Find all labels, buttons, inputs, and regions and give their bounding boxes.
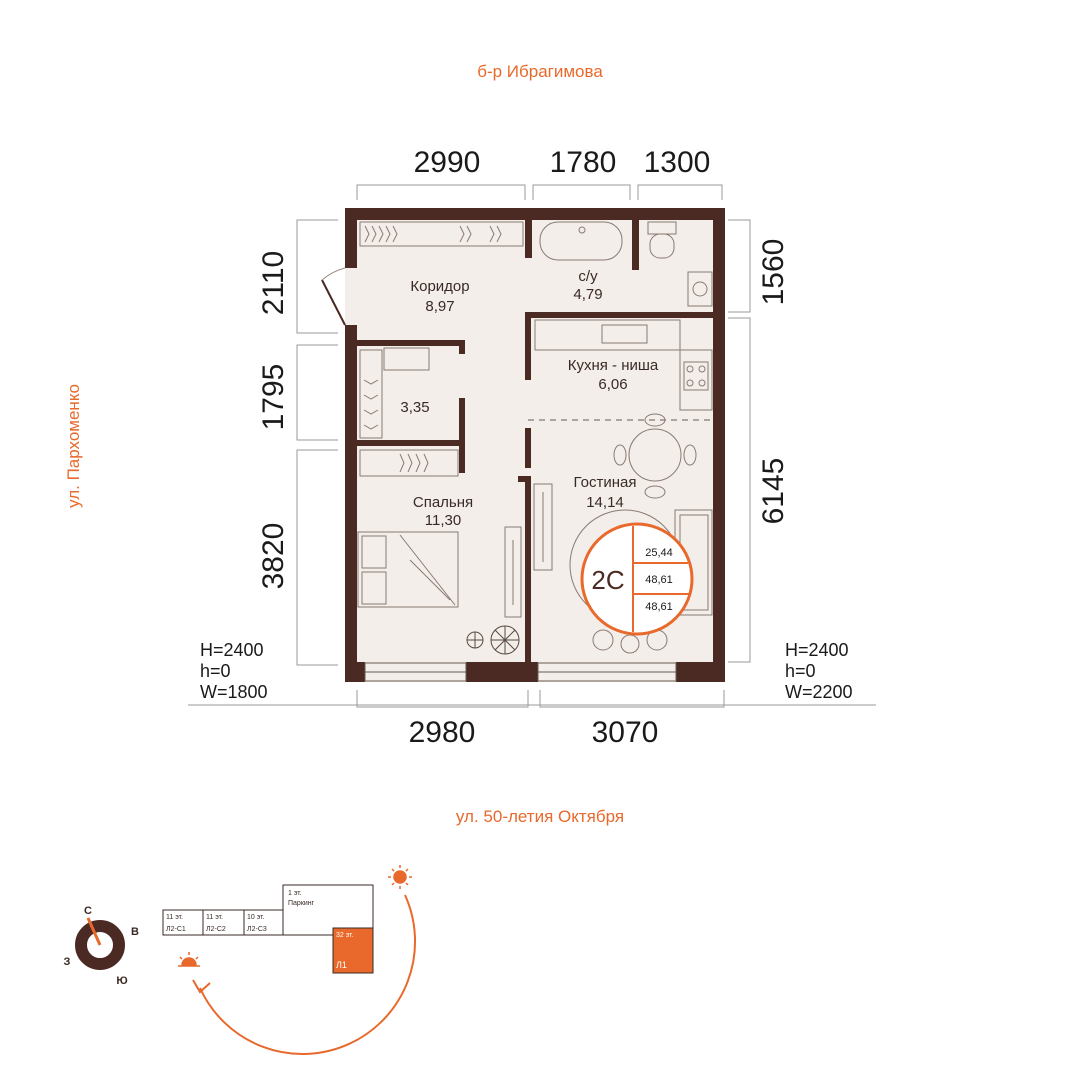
dim-left-2: 1795	[257, 364, 290, 431]
room-name-living: Гостиная	[574, 474, 637, 491]
room-area-bathroom: 4,79	[573, 286, 602, 303]
window-left-H: H=2400	[200, 640, 264, 660]
plant-icon	[466, 625, 520, 655]
site-b1-label: Л2-С1	[166, 926, 186, 933]
dining-table	[613, 413, 697, 499]
room-name-kitchen: Кухня - ниша	[568, 357, 659, 374]
storage-wardrobe	[359, 347, 430, 439]
toilet-icon	[647, 221, 677, 259]
site-tower-label: Л1	[336, 960, 347, 970]
compass-north: С	[84, 905, 92, 917]
dim-top-1: 2990	[414, 146, 481, 179]
apartment-type: 2С	[591, 565, 624, 595]
window-left-W: W=1800	[200, 682, 268, 702]
bathtub-icon	[539, 221, 623, 261]
kitchen-counter	[534, 319, 713, 411]
room-name-corridor: Коридор	[410, 278, 469, 295]
compass-icon: С В З Ю	[64, 905, 139, 987]
washing-machine-icon	[687, 271, 713, 307]
site-parking-floor: 1 эт.	[288, 890, 302, 897]
apartment-badge: 2С 25,44 48,61 48,61	[580, 522, 694, 636]
room-area-storage: 3,35	[400, 399, 429, 416]
street-bottom: ул. 50-летия Октября	[456, 807, 624, 826]
sun-path	[192, 894, 416, 1055]
dim-top-3: 1300	[644, 146, 711, 179]
corridor-wardrobe	[359, 221, 524, 247]
window-left-h: h=0	[200, 661, 231, 681]
window-spec-left: H=2400 h=0 W=1800	[200, 640, 268, 702]
site-plan: 11 эт. Л2-С1 11 эт. Л2-С2 10 эт. Л2-С3 1…	[162, 884, 374, 974]
sunset-icon	[178, 952, 200, 967]
room-area-kitchen: 6,06	[598, 376, 627, 393]
compass-south: Ю	[116, 975, 127, 987]
window-right-W: W=2200	[785, 682, 853, 702]
bed	[357, 531, 459, 608]
dim-top-2: 1780	[550, 146, 617, 179]
dim-right-1: 1560	[757, 239, 790, 306]
window-right-H: H=2400	[785, 640, 849, 660]
site-b3-label: Л2-С3	[247, 926, 267, 933]
dim-bottom-2: 3070	[592, 716, 659, 749]
badge-living-area: 25,44	[645, 547, 673, 559]
site-b2-label: Л2-С2	[206, 926, 226, 933]
windows	[364, 662, 677, 682]
entry-door	[321, 267, 346, 326]
living-wardrobe	[533, 483, 553, 571]
dim-left-1: 2110	[257, 251, 290, 316]
site-b1-floors: 11 эт.	[166, 914, 183, 921]
site-parking-label: Паркинг	[288, 900, 315, 907]
compass-east: В	[131, 926, 139, 938]
window-right-h: h=0	[785, 661, 816, 681]
room-name-bathroom: с/у	[578, 268, 598, 285]
bedroom-wardrobe-2	[504, 526, 522, 618]
street-left: ул. Пархоменко	[64, 384, 83, 508]
dimension-lines	[188, 184, 876, 708]
dim-right-2: 6145	[757, 458, 790, 525]
site-tower-floors: 32 эт.	[336, 932, 354, 939]
room-area-bedroom: 11,30	[425, 512, 461, 529]
walls	[345, 208, 725, 682]
street-top: б-р Ибрагимова	[477, 62, 603, 81]
dim-bottom-1: 2980	[409, 716, 476, 749]
sun-icon	[388, 865, 412, 889]
dim-left-3: 3820	[257, 523, 290, 590]
bedroom-wardrobe	[359, 449, 459, 477]
window-spec-right: H=2400 h=0 W=2200	[785, 640, 853, 702]
compass-west: З	[64, 956, 71, 968]
room-name-bedroom: Спальня	[413, 494, 473, 511]
room-area-living: 14,14	[586, 494, 624, 511]
site-b3-floors: 10 эт.	[247, 914, 265, 921]
badge-total-area-2: 48,61	[645, 601, 673, 613]
site-b2-floors: 11 эт.	[206, 914, 223, 921]
badge-total-area: 48,61	[645, 574, 673, 586]
room-area-corridor: 8,97	[425, 298, 454, 315]
